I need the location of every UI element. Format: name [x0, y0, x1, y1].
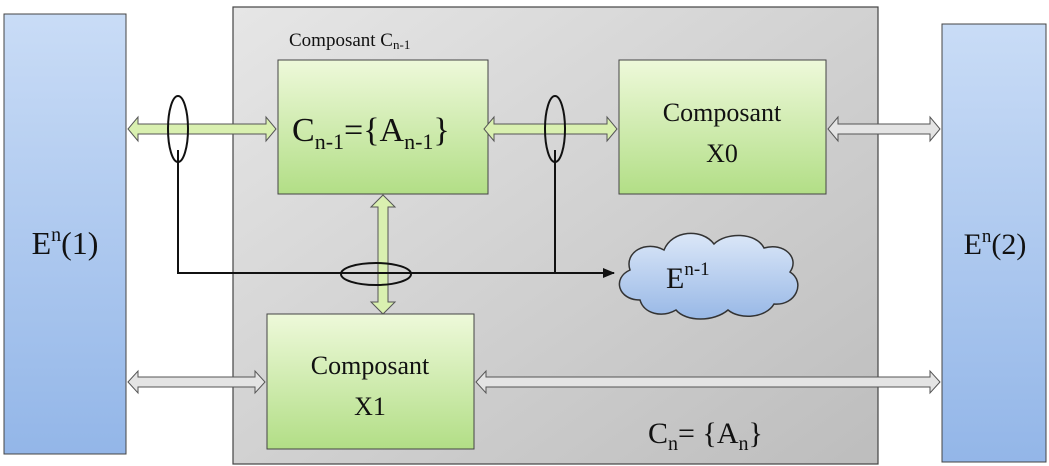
probe-ellipse-left [167, 95, 189, 163]
arrow-x1-env2 [475, 369, 941, 395]
arrow-env1-x1 [127, 369, 266, 395]
outer-component-caption: Composant Cn-1 [289, 30, 410, 52]
component-x1-line2: X1 [354, 392, 386, 421]
component-x0-line1: Composant [663, 98, 782, 127]
inner-component-box [277, 59, 489, 195]
cloud-shape [618, 232, 799, 320]
outer-component-set-label: Cn= {An} [648, 417, 763, 455]
probe-ellipse-bottom [340, 262, 412, 286]
right-environment-label: En(2) [964, 226, 1027, 261]
component-x1-box [266, 313, 475, 450]
arrow-x0-env2 [827, 115, 941, 143]
right-environment-box [941, 23, 1047, 463]
left-environment-box [3, 13, 127, 455]
component-x0-box [618, 59, 827, 195]
left-environment-label: En(1) [32, 224, 99, 261]
component-x0-line2: X0 [706, 139, 738, 168]
arrow-inner-x1 [369, 194, 397, 315]
cloud-label: En-1 [666, 259, 710, 295]
component-x1-line1: Composant [311, 351, 430, 380]
observation-line [177, 150, 615, 278]
arrow-env1-inner [127, 115, 277, 143]
probe-ellipse-middle [544, 95, 566, 163]
inner-component-label: Cn-1={An-1} [292, 112, 450, 154]
arrow-inner-x0 [483, 115, 618, 143]
